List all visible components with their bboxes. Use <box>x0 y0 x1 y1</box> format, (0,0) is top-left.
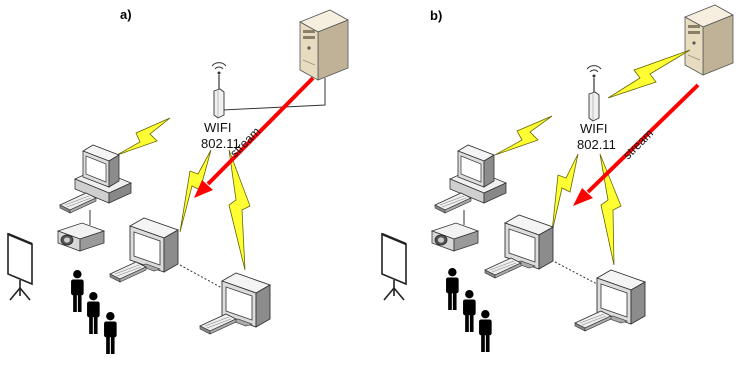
panel-label-b: b) <box>430 8 442 23</box>
stream-arrow-head <box>573 188 593 206</box>
stream-arrow <box>586 83 700 194</box>
lightning-bolt-icon <box>551 153 579 233</box>
wifi-label-line1: WIFI <box>580 121 607 136</box>
lightning-bolt-icon <box>599 153 622 266</box>
person-icon <box>104 312 117 354</box>
projection-screen-icon <box>380 232 408 302</box>
projector-icon <box>431 222 479 252</box>
wifi-antenna-icon <box>211 62 227 119</box>
stream-arrow <box>206 76 315 186</box>
server-icon <box>684 4 734 76</box>
keyboard-icon <box>59 192 97 214</box>
projector-icon <box>57 222 105 252</box>
keyboard-icon <box>484 257 522 279</box>
server-icon <box>299 9 349 81</box>
wifi-label-line2: 802.11 <box>577 137 616 152</box>
keyboard-icon <box>574 310 612 332</box>
keyboard-icon <box>434 192 472 214</box>
wifi-antenna-icon <box>586 65 602 122</box>
lightning-bolt-icon <box>228 149 251 271</box>
panel-b: b) WIFI 802.11 stream <box>380 4 734 352</box>
lightning-bolt-icon <box>116 117 171 156</box>
person-icon <box>87 292 100 334</box>
panel-a: a) WIFI 802.11 stream <box>6 7 349 354</box>
person-icon <box>479 310 492 352</box>
panel-label-a: a) <box>120 7 132 22</box>
wifi-label-line2: 802.11 <box>201 136 240 151</box>
stream-label: stream <box>620 126 656 162</box>
keyboard-icon <box>199 313 237 335</box>
person-icon <box>446 268 459 310</box>
lightning-bolt-icon <box>607 49 691 99</box>
projection-screen-icon <box>6 232 34 302</box>
wifi-label-line1: WIFI <box>204 120 231 135</box>
person-icon <box>71 270 84 312</box>
person-icon <box>463 290 476 332</box>
lightning-bolt-icon <box>494 115 553 156</box>
keyboard-icon <box>109 261 147 283</box>
stream-arrow-head <box>194 180 213 198</box>
dotted-link <box>554 261 598 285</box>
dotted-link <box>179 264 223 289</box>
